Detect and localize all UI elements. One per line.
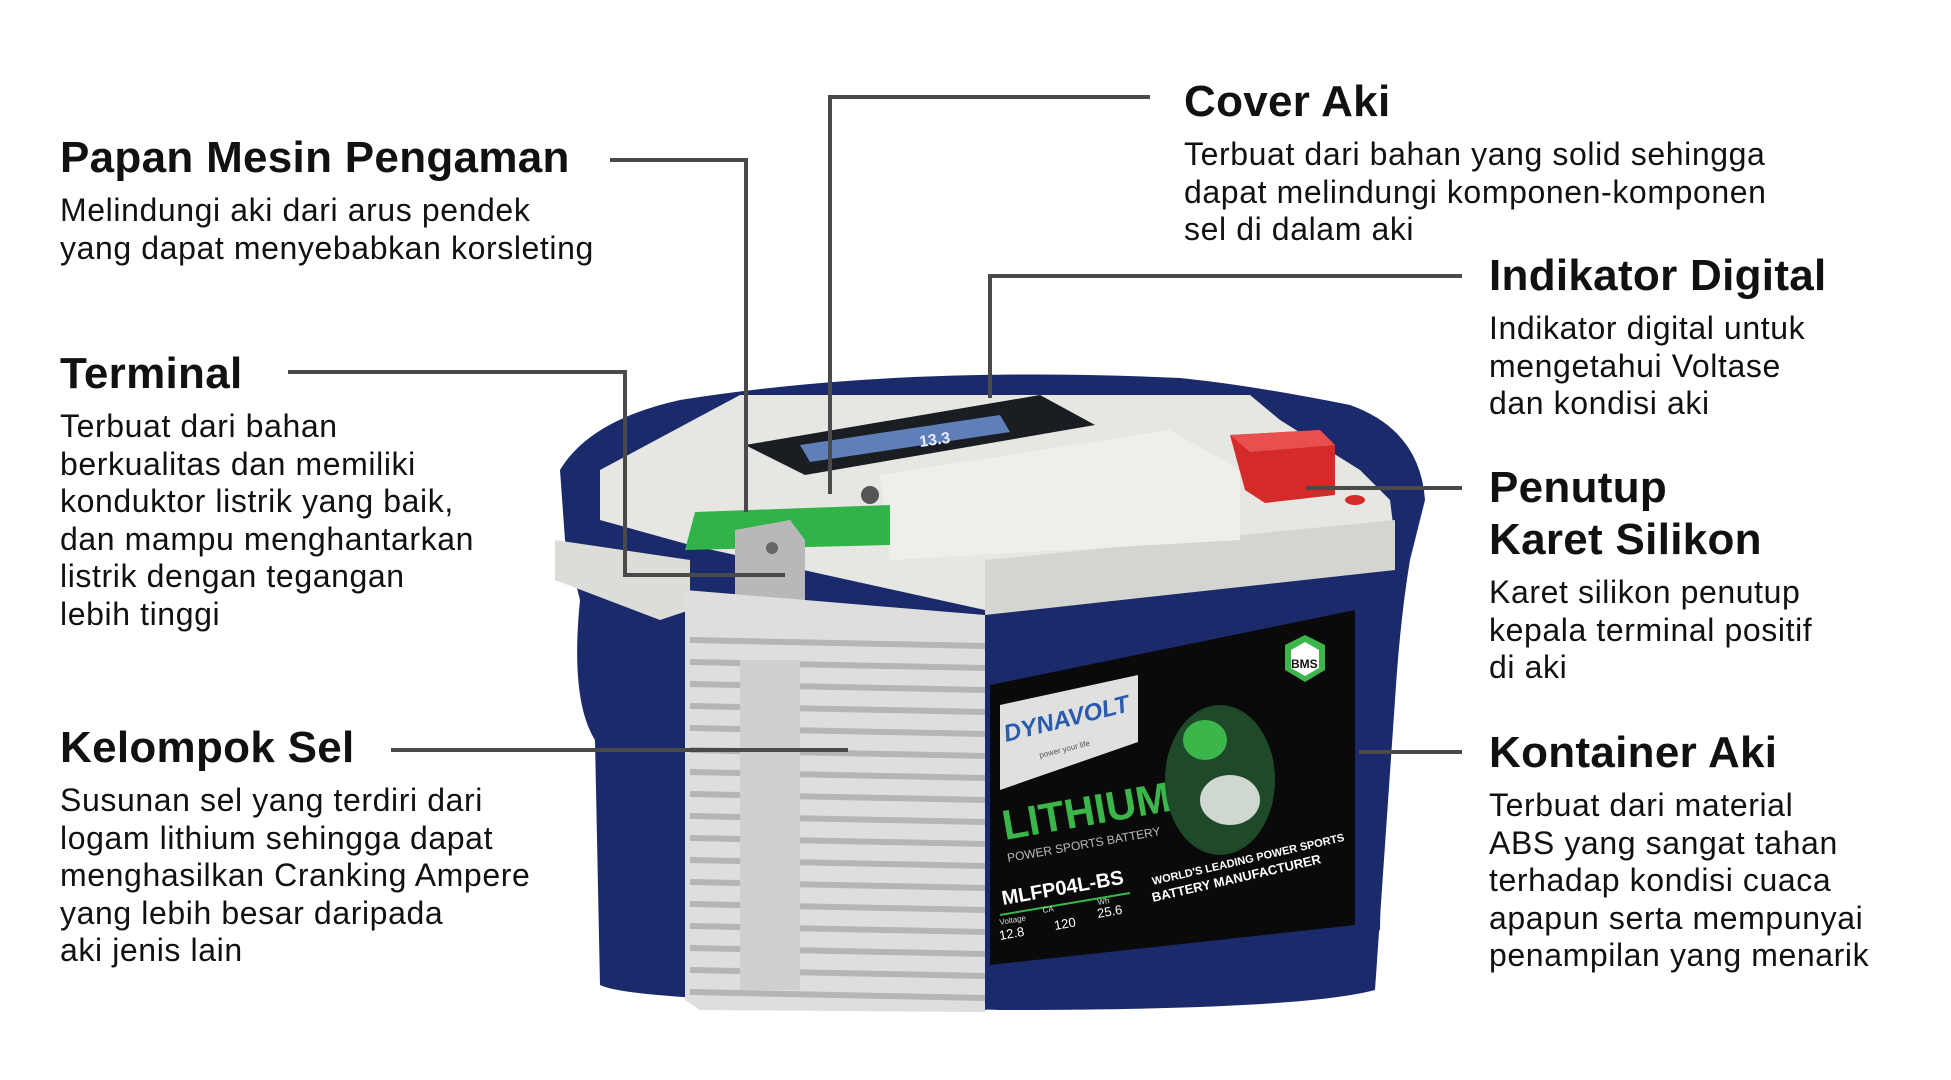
cell-fin — [689, 989, 986, 1001]
callout-title: Kelompok Sel — [60, 723, 355, 772]
spec-name: Wh — [1097, 896, 1110, 907]
cell-fin — [689, 923, 986, 935]
spec-value: 25.6 — [1096, 902, 1124, 921]
digital-indicator-screen — [800, 415, 1010, 462]
callout-title: Cover Aki — [1184, 77, 1391, 126]
board-connector — [861, 486, 879, 504]
brand-plate — [1000, 675, 1138, 790]
callout-papan-mesin-pengaman: Papan Mesin Pengaman Melindungi aki dari… — [60, 132, 594, 267]
callout-title: Penutup — [1489, 463, 1668, 512]
cell-fin — [689, 879, 986, 891]
cell-fin — [689, 945, 986, 957]
cell-fin — [689, 769, 986, 781]
positive-marker — [1345, 495, 1365, 505]
cell-fin — [689, 967, 986, 979]
callout-penutup-karet-silikon: Penutup Karet Silikon Karet silikon penu… — [1489, 462, 1812, 687]
spec-value: 120 — [1053, 914, 1077, 933]
cell-fin — [689, 725, 986, 737]
callout-title: Kontainer Aki — [1489, 728, 1778, 777]
leader-indikator — [988, 274, 1462, 398]
leader-terminal — [288, 370, 785, 577]
callout-indikator-digital: Indikator Digital Indikator digital untu… — [1489, 250, 1827, 423]
callout-title: Indikator Digital — [1489, 251, 1827, 300]
leader-papan — [610, 158, 748, 512]
terminal-post — [735, 520, 805, 620]
cell-fin — [689, 703, 986, 715]
cell-fin — [689, 659, 986, 671]
callout-title: Karet Silikon — [1489, 515, 1762, 564]
cell-fin — [689, 791, 986, 803]
cell-fin — [689, 857, 986, 869]
callout-title: Terminal — [60, 349, 243, 398]
display-reading: 13.3 — [918, 430, 951, 451]
leader-cover — [828, 95, 1150, 494]
lid-left-fins — [555, 540, 690, 620]
cell-stack — [685, 590, 986, 1012]
cover-lid-front — [985, 520, 1395, 615]
cell-fin — [689, 637, 986, 649]
cell-fin — [689, 901, 986, 913]
spec-name: CA — [1042, 904, 1055, 915]
cover-raised-block — [880, 430, 1240, 560]
bms-badge-text: BMS — [1291, 657, 1318, 671]
battery-label: DYNAVOLT power your life LITHIUM POWER S… — [990, 610, 1355, 965]
callout-kelompok-sel: Kelompok Sel Susunan sel yang terdiri da… — [60, 722, 530, 970]
cell-fin — [689, 681, 986, 693]
cell-fin — [689, 813, 986, 825]
callout-cover-aki: Cover Aki Terbuat dari bahan yang solid … — [1184, 76, 1767, 249]
spec-value: 12.8 — [998, 924, 1026, 943]
cell-fin — [689, 835, 986, 847]
callout-title: Papan Mesin Pengaman — [60, 133, 570, 182]
